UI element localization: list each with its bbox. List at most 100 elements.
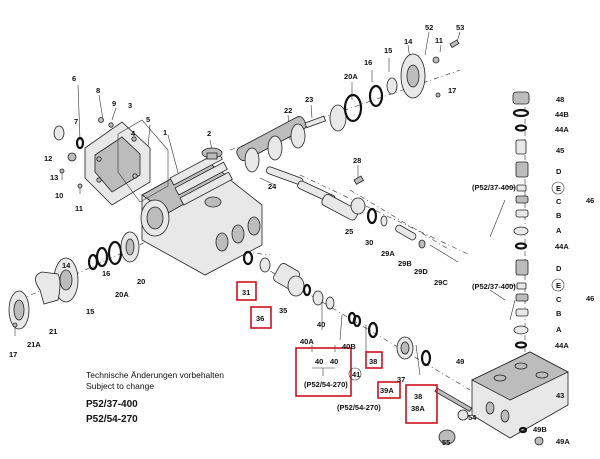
callout-48: 48 <box>556 95 564 104</box>
note-line-1: Technische Änderungen vorbehalten <box>86 370 224 380</box>
callout-31: 31 <box>242 288 250 297</box>
callout-49: 49 <box>456 357 464 366</box>
crankcase-housing <box>140 151 263 276</box>
callout-46b: 46 <box>586 294 594 303</box>
callout-17b: 17 <box>448 86 456 95</box>
callout-40: 40 <box>317 320 325 329</box>
connecting-rod <box>321 175 459 263</box>
valve-stack <box>505 91 530 349</box>
callout-22: 22 <box>284 106 292 115</box>
model-2: P52/54-270 <box>86 414 138 425</box>
callout-49a: 49A <box>556 437 570 446</box>
callout-46a: 46 <box>586 196 594 205</box>
callout-30: 30 <box>365 238 373 247</box>
callout-44a2: 44A <box>555 242 569 251</box>
callout-55: 55 <box>442 438 450 447</box>
callout-40a: 40A <box>300 337 314 346</box>
callout-35: 35 <box>279 306 287 315</box>
model-tag-3: (P52/54-270) <box>304 380 348 389</box>
model-tag-1: (P52/37-400) <box>472 183 516 192</box>
model-tag-2: (P52/37-400) <box>472 282 516 291</box>
footer-notes: Technische Änderungen vorbehalten Subjec… <box>86 370 224 425</box>
callout-labels: 1 2 3 4 5 6 7 8 9 10 11 11 12 13 14 14 1… <box>9 23 594 447</box>
callout-E1: E <box>556 184 561 193</box>
callout-5: 5 <box>146 115 150 124</box>
callout-53: 53 <box>456 23 464 32</box>
callout-40bb: 40B <box>342 342 356 351</box>
callout-37: 37 <box>397 375 405 384</box>
callout-B1: B <box>556 211 562 220</box>
callout-29a: 29A <box>381 249 395 258</box>
callout-44b: 44B <box>555 110 569 119</box>
callout-A2: A <box>556 325 562 334</box>
callout-D1: D <box>556 167 562 176</box>
callout-2: 2 <box>207 129 211 138</box>
callout-1: 1 <box>163 128 167 137</box>
callout-D2: D <box>556 264 562 273</box>
callout-44a1: 44A <box>555 125 569 134</box>
callout-10: 10 <box>55 191 63 200</box>
callout-11b: 11 <box>435 36 443 45</box>
callout-40b: 40 <box>315 357 323 366</box>
highlight-boxes <box>236 281 438 424</box>
right-bearing-side <box>329 39 460 132</box>
callout-38b: 38 <box>414 392 422 401</box>
model-tag-4: (P52/54-270) <box>337 403 381 412</box>
note-line-2: Subject to change <box>86 381 154 391</box>
rear-cover-assembly <box>84 119 169 206</box>
callout-49b: 49B <box>533 425 547 434</box>
callout-9: 9 <box>112 99 116 108</box>
oil-cap <box>201 147 223 160</box>
callout-41: 41 <box>352 370 360 379</box>
callout-29b: 29B <box>398 259 412 268</box>
callout-17: 17 <box>9 350 17 359</box>
callout-29c: 29C <box>434 278 448 287</box>
callout-A1: A <box>556 226 562 235</box>
callout-14b: 14 <box>62 261 71 270</box>
callout-20a2: 20A <box>115 290 129 299</box>
callout-52: 52 <box>425 23 433 32</box>
callout-11a: 11 <box>75 204 83 213</box>
callout-20a: 20A <box>344 72 358 81</box>
callout-C1: C <box>556 197 562 206</box>
left-bearing-side <box>8 231 140 336</box>
callout-15b: 15 <box>86 307 94 316</box>
callout-12: 12 <box>44 154 52 163</box>
callout-21: 21 <box>49 327 57 336</box>
crankshaft-assembly <box>236 115 336 204</box>
plunger-seal-group <box>242 250 432 367</box>
callout-13: 13 <box>50 173 58 182</box>
callout-20: 20 <box>137 277 145 286</box>
callout-40c: 40 <box>330 357 338 366</box>
callout-6: 6 <box>72 74 76 83</box>
callout-28: 28 <box>353 156 361 165</box>
manifold-head <box>434 351 569 446</box>
callout-16b: 16 <box>102 269 110 278</box>
callout-16: 16 <box>364 58 372 67</box>
callout-44a3: 44A <box>555 341 569 350</box>
callout-21a: 21A <box>27 340 41 349</box>
model-1: P52/37-400 <box>86 399 138 410</box>
callout-29d: 29D <box>414 267 428 276</box>
callout-8: 8 <box>96 86 100 95</box>
callout-25: 25 <box>345 227 353 236</box>
callout-39a: 39A <box>380 386 394 395</box>
callout-24: 24 <box>268 182 277 191</box>
callout-7: 7 <box>74 117 78 126</box>
callout-23: 23 <box>305 95 313 104</box>
circled-markers <box>348 181 565 381</box>
callout-15: 15 <box>384 46 392 55</box>
callout-B2: B <box>556 309 562 318</box>
callout-C2: C <box>556 295 562 304</box>
callout-45: 45 <box>556 146 564 155</box>
callout-38a: 38A <box>411 404 425 413</box>
callout-36: 36 <box>256 314 264 323</box>
callout-38: 38 <box>369 357 377 366</box>
callout-4: 4 <box>131 129 136 138</box>
callout-3: 3 <box>128 101 132 110</box>
callout-54: 54 <box>468 413 477 422</box>
callout-E2: E <box>556 281 561 290</box>
callout-43: 43 <box>556 391 564 400</box>
callout-14: 14 <box>404 37 413 46</box>
